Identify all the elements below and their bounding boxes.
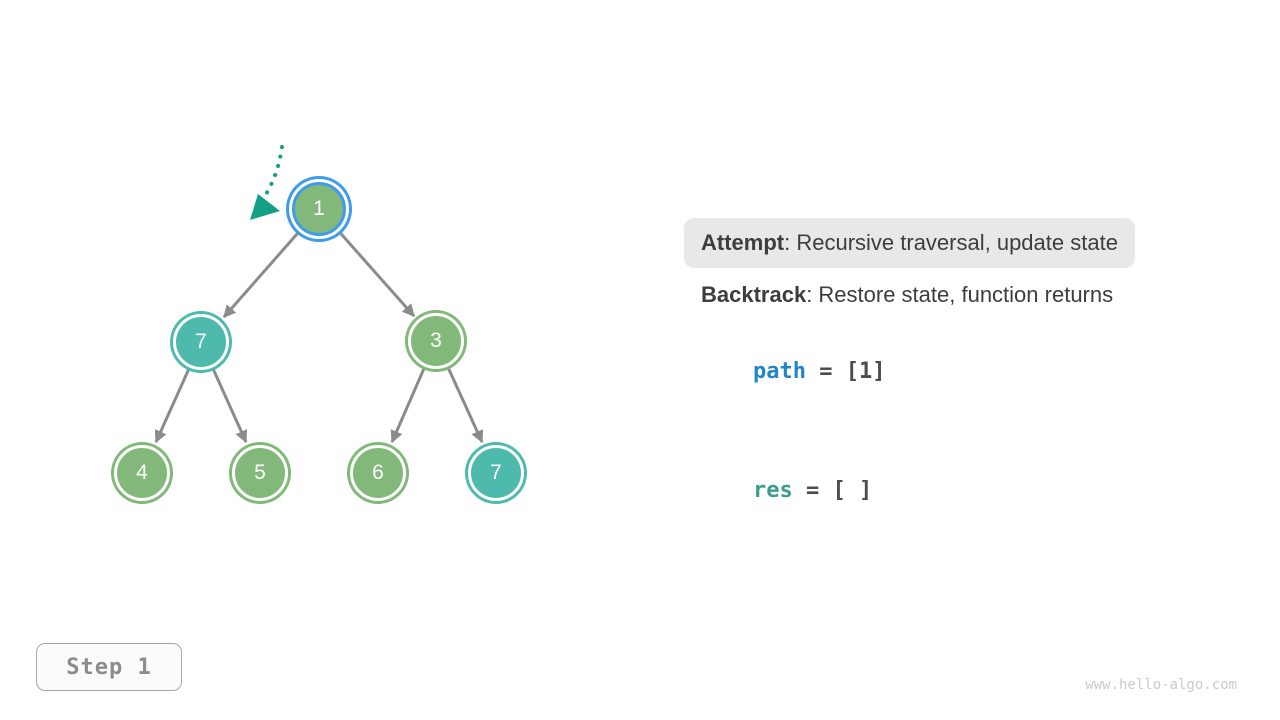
attempt-label: Attempt bbox=[701, 230, 785, 255]
path-variable-name: path bbox=[752, 359, 806, 384]
res-state-line: res = [ ] bbox=[700, 449, 872, 533]
tree-node-5: 5 bbox=[232, 445, 288, 501]
tree-edges-layer bbox=[154, 145, 484, 444]
res-variable-value: = [ ] bbox=[792, 478, 873, 503]
backtrack-legend: Backtrack: Restore state, function retur… bbox=[701, 281, 1113, 309]
attempt-text: : Recursive traversal, update state bbox=[784, 230, 1118, 255]
attempt-legend: Attempt: Recursive traversal, update sta… bbox=[684, 218, 1135, 268]
tree-node-1-current: 1 bbox=[292, 182, 346, 236]
tree-node-7-left: 7 bbox=[173, 314, 229, 370]
backtrack-text: : Restore state, function returns bbox=[806, 282, 1114, 307]
tree-node-3: 3 bbox=[408, 313, 464, 369]
tree-node-7-right: 7 bbox=[468, 445, 524, 501]
current-pointer-arrow-icon bbox=[250, 145, 284, 220]
watermark: www.hello-algo.com bbox=[1085, 677, 1237, 693]
path-state-line: path = [1] bbox=[700, 330, 885, 414]
backtrack-label: Backtrack bbox=[701, 282, 807, 307]
tree-node-6: 6 bbox=[350, 445, 406, 501]
path-variable-value: = [1] bbox=[805, 359, 886, 384]
res-variable-name: res bbox=[752, 478, 793, 503]
step-badge: Step 1 bbox=[36, 643, 182, 691]
tree-node-4: 4 bbox=[114, 445, 170, 501]
